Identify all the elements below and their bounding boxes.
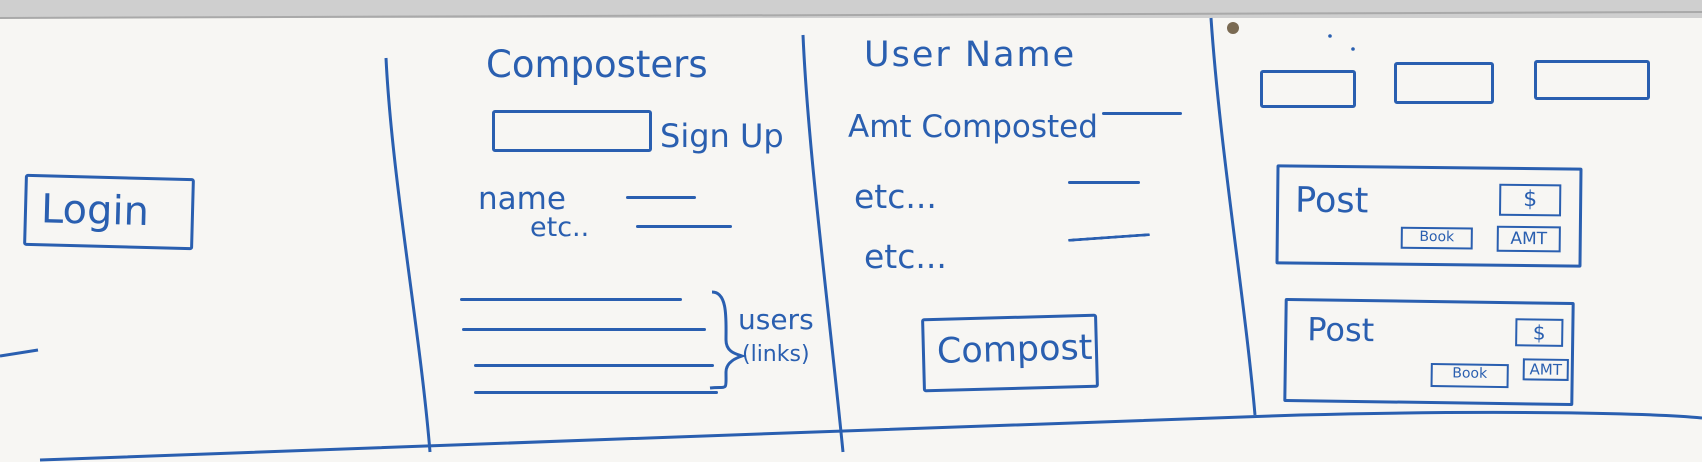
user-link-1[interactable] (460, 298, 682, 301)
etc-value-line (636, 225, 732, 228)
etc-label-2: etc... (864, 237, 947, 276)
book-button[interactable]: Book (1400, 226, 1473, 250)
user-link-4[interactable] (474, 391, 718, 394)
nav-tab-2[interactable] (1394, 62, 1494, 104)
links-label: (links) (742, 342, 810, 367)
post-card: Post $ Book AMT (1275, 164, 1583, 268)
divider-3 (1209, 17, 1257, 416)
nav-tab-1[interactable] (1260, 70, 1356, 108)
etc-value-line-1 (1068, 181, 1140, 184)
dollar-button[interactable]: $ (1515, 318, 1564, 347)
compost-button[interactable]: Compost (921, 313, 1099, 393)
users-label: users (738, 303, 814, 336)
book-button[interactable]: Book (1430, 363, 1509, 389)
dollar-button[interactable]: $ (1499, 183, 1562, 217)
post-title: Post (1294, 180, 1369, 222)
etc-label: etc.. (530, 212, 590, 243)
name-value-line (626, 196, 696, 199)
page-title: Composters (486, 43, 708, 86)
amt-button[interactable]: AMT (1522, 358, 1569, 381)
amount-composted-label: Amt Composted (848, 109, 1098, 145)
user-link-3[interactable] (474, 364, 714, 367)
login-button[interactable]: Login (23, 173, 195, 251)
amount-value-line (1102, 112, 1182, 115)
sign-up-link[interactable]: Sign Up (660, 117, 784, 155)
user-name-title: User Name (864, 35, 1077, 75)
divider-2 (801, 34, 845, 453)
etc-label-1: etc... (854, 177, 937, 216)
divider-1 (384, 57, 432, 453)
amt-button[interactable]: AMT (1496, 225, 1561, 253)
post-card: Post $ Book AMT (1283, 297, 1575, 407)
sign-up-input[interactable] (492, 110, 652, 152)
users-brace (709, 290, 747, 390)
name-label: name (478, 181, 566, 217)
user-link-2[interactable] (462, 328, 706, 331)
compost-button-label: Compost (936, 327, 1093, 372)
post-title: Post (1307, 310, 1375, 350)
page-baseline (39, 410, 1702, 462)
nav-tab-3[interactable] (1534, 60, 1650, 100)
login-button-label: Login (40, 186, 150, 236)
